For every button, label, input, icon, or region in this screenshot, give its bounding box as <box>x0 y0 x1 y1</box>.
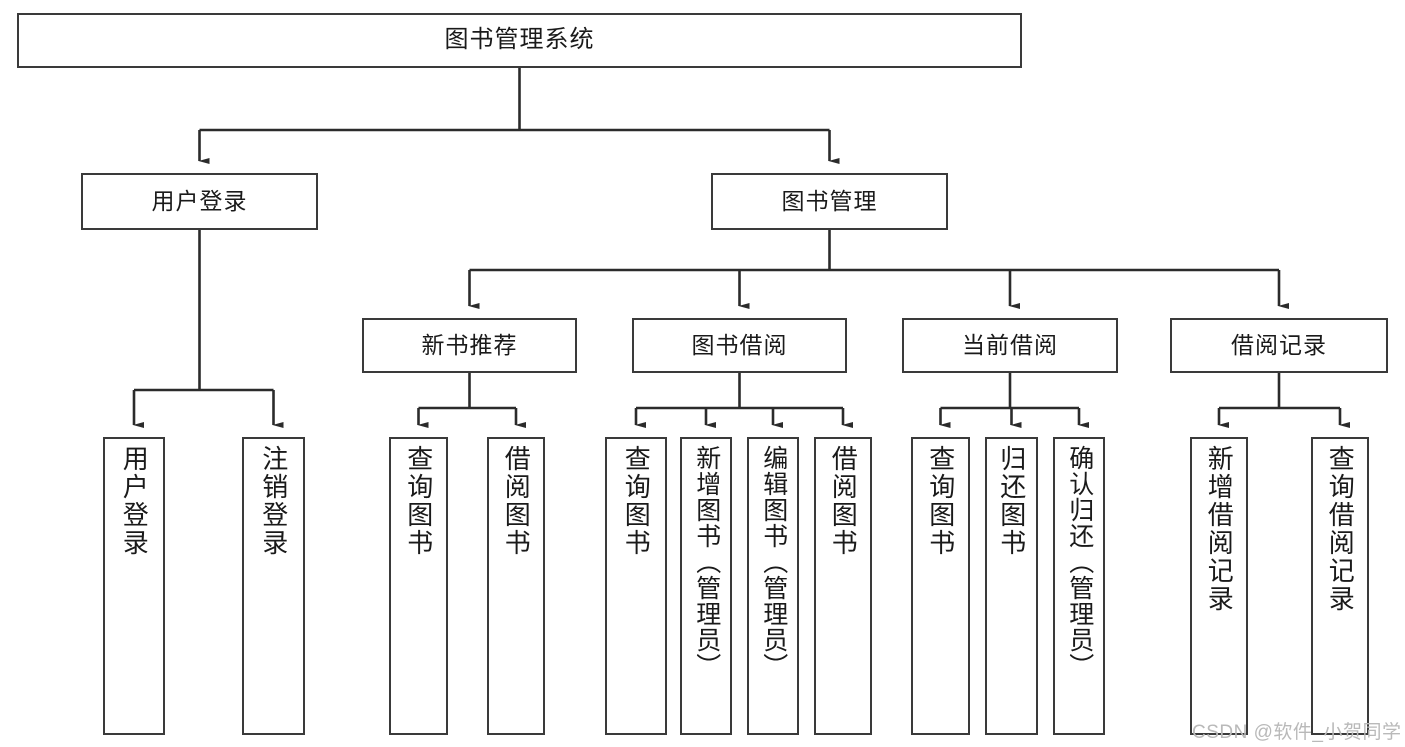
leaf-box-label: 注销登录 <box>258 445 289 557</box>
leaf-box: 查询图书 <box>605 437 667 735</box>
root-box: 图书管理系统 <box>17 13 1022 68</box>
level2-box: 新书推荐 <box>362 318 577 373</box>
level2-box-label: 图书借阅 <box>691 331 788 358</box>
leaf-box: 借阅图书 <box>487 437 545 735</box>
level2-box: 图书借阅 <box>632 318 847 373</box>
leaf-box: 查询图书 <box>911 437 970 735</box>
level2-box-label: 借阅记录 <box>1231 331 1327 358</box>
leaf-box: 新增图书（管理员） <box>680 437 732 735</box>
leaf-box: 用户登录 <box>103 437 165 735</box>
leaf-box: 确认归还（管理员） <box>1053 437 1105 735</box>
leaf-box-label: 归还图书 <box>996 445 1027 557</box>
leaf-box-label: 查询图书 <box>403 445 434 557</box>
leaf-box: 借阅图书 <box>814 437 872 735</box>
leaf-box-label: 新增借阅记录 <box>1204 445 1235 613</box>
leaf-box-label: 借阅图书 <box>501 445 532 557</box>
level1-box: 用户登录 <box>81 173 318 230</box>
level2-box-label: 当前借阅 <box>962 331 1058 358</box>
leaf-box-label: 查询借阅记录 <box>1325 445 1356 613</box>
level2-box: 借阅记录 <box>1170 318 1388 373</box>
leaf-box-label: 确认归还（管理员） <box>1065 445 1094 679</box>
leaf-box: 编辑图书（管理员） <box>747 437 799 735</box>
leaf-box-label: 新增图书（管理员） <box>692 445 721 679</box>
leaf-box-label: 查询图书 <box>621 445 652 557</box>
leaf-box: 查询借阅记录 <box>1311 437 1369 735</box>
level1-box-label: 图书管理 <box>781 187 878 214</box>
leaf-box: 查询图书 <box>389 437 448 735</box>
csdn-watermark: CSDN @软件_小贺同学 <box>1192 722 1402 743</box>
level2-box-label: 新书推荐 <box>421 331 518 358</box>
level2-box: 当前借阅 <box>902 318 1118 373</box>
leaf-box-label: 编辑图书（管理员） <box>759 445 788 679</box>
root-box-label: 图书管理系统 <box>444 26 595 54</box>
leaf-box-label: 借阅图书 <box>828 445 859 557</box>
leaf-box-label: 用户登录 <box>119 445 150 557</box>
leaf-box-label: 查询图书 <box>925 445 956 557</box>
leaf-box: 注销登录 <box>242 437 305 735</box>
level1-box-label: 用户登录 <box>151 187 248 214</box>
level1-box: 图书管理 <box>711 173 948 230</box>
leaf-box: 新增借阅记录 <box>1190 437 1248 735</box>
leaf-box: 归还图书 <box>985 437 1038 735</box>
